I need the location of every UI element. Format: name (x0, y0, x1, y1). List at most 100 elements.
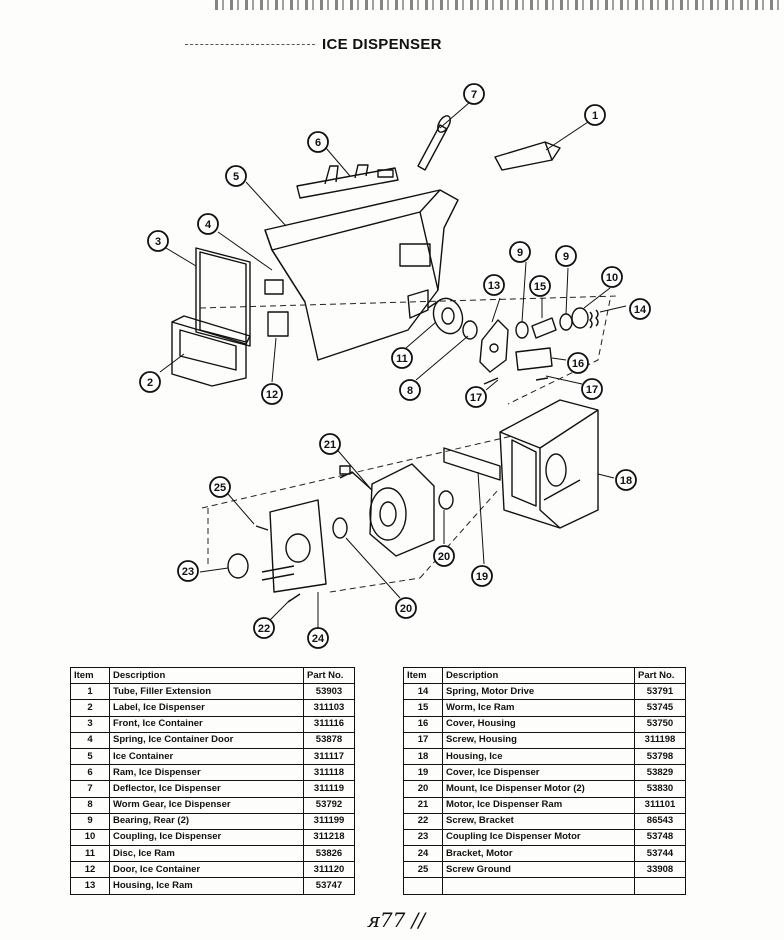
exploded-diagram: 1234567810111213141516181921222324259917… (139, 83, 651, 649)
cell-description: Screw, Housing (442, 731, 635, 749)
cell-description (442, 877, 635, 895)
callout-number: 16 (572, 358, 584, 370)
cell-item: 25 (403, 861, 443, 879)
callout-10: 10 (601, 266, 623, 288)
cell-part-no: 53747 (303, 877, 355, 895)
cell-item (403, 877, 443, 895)
cell-item: 22 (403, 812, 443, 830)
screw-parts (255, 377, 549, 603)
bearing-worm-coupling-parts (515, 307, 599, 339)
callout-9: 9 (555, 245, 577, 267)
cell-item: 11 (70, 845, 110, 863)
callout-9: 9 (509, 241, 531, 263)
callout-circle (581, 378, 603, 400)
cell-item: 17 (403, 731, 443, 749)
cell-item: 19 (403, 764, 443, 782)
filler-tube-part (494, 141, 561, 171)
cell-item: 21 (403, 796, 443, 814)
callout-circle (463, 83, 485, 105)
ram-part (296, 164, 399, 199)
cell-item: 7 (70, 780, 110, 798)
motor-part (339, 463, 435, 557)
callout-4: 4 (197, 213, 219, 235)
callout-11: 11 (391, 347, 413, 369)
cell-item: 5 (70, 747, 110, 766)
cell-description: Coupling, Ice Dispenser (109, 828, 304, 847)
deflector-part (417, 115, 451, 171)
ice-housing-part (499, 399, 599, 529)
callout-13: 13 (483, 274, 505, 296)
callout-circle (601, 266, 623, 288)
cell-item: 12 (70, 861, 110, 879)
ice-container-part (264, 189, 459, 361)
housing-cover-part (515, 347, 553, 371)
callout-19: 19 (471, 565, 493, 587)
cell-part-no: 53826 (303, 845, 355, 863)
cell-description: Screw, Bracket (442, 812, 635, 830)
callout-circle (483, 274, 505, 296)
cell-description: Worm, Ice Ram (442, 699, 635, 717)
label-part (171, 315, 251, 387)
cell-part-no: 311198 (634, 731, 686, 749)
handwritten-mark: ᴙ77 // (368, 908, 426, 932)
callout-circle (391, 347, 413, 369)
callout-number: 13 (488, 280, 500, 292)
callout-number: 25 (214, 482, 226, 494)
col-partno-header: Part No. (634, 666, 686, 685)
callout-21: 21 (319, 433, 341, 455)
cell-part-no: 53878 (303, 731, 355, 749)
cell-description: Cover, Ice Dispenser (442, 764, 635, 782)
callout-number: 15 (534, 281, 546, 293)
table-row (403, 877, 686, 895)
cell-part-no: 53748 (634, 828, 686, 847)
page-title: ICE DISPENSER (322, 36, 442, 53)
callout-number: 20 (400, 603, 412, 615)
motor-bracket-part (261, 499, 327, 593)
cell-item: 20 (403, 780, 443, 798)
scan-noise-top (215, 0, 784, 10)
callout-number: 1 (592, 110, 598, 122)
cell-part-no: 53744 (634, 845, 686, 863)
callout-16: 16 (567, 352, 589, 374)
cell-part-no: 53798 (634, 747, 686, 766)
callout-17: 17 (581, 378, 603, 400)
callout-14: 14 (629, 298, 651, 320)
ram-housing-part (479, 319, 509, 373)
cell-description: Screw Ground (442, 861, 635, 879)
cell-description: Tube, Filler Extension (109, 683, 304, 701)
callout-number: 12 (266, 389, 278, 401)
callout-18: 18 (615, 469, 637, 491)
cell-description: Coupling Ice Dispenser Motor (442, 828, 635, 847)
col-description-header: Description (109, 666, 304, 685)
disc-part (427, 297, 464, 335)
callout-circle (225, 165, 247, 187)
callout-number: 10 (606, 272, 618, 284)
callout-circle (399, 379, 421, 401)
table-header-row: Item Description Part No. (70, 666, 355, 685)
callout-number: 5 (233, 171, 239, 183)
cell-description: Mount, Ice Dispenser Motor (2) (442, 780, 635, 798)
callout-circle (147, 230, 169, 252)
table-header-row: Item Description Part No. (403, 666, 686, 685)
callout-circle (253, 617, 275, 639)
callout-number: 18 (620, 475, 632, 487)
cell-description: Housing, Ice (442, 747, 635, 766)
cell-description: Motor, Ice Dispenser Ram (442, 796, 635, 814)
callout-5: 5 (225, 165, 247, 187)
cell-description: Front, Ice Container (109, 715, 304, 733)
callout-circle (615, 469, 637, 491)
callout-number: 23 (182, 566, 194, 578)
cell-item: 24 (403, 845, 443, 863)
cell-description: Bearing, Rear (2) (109, 812, 304, 830)
